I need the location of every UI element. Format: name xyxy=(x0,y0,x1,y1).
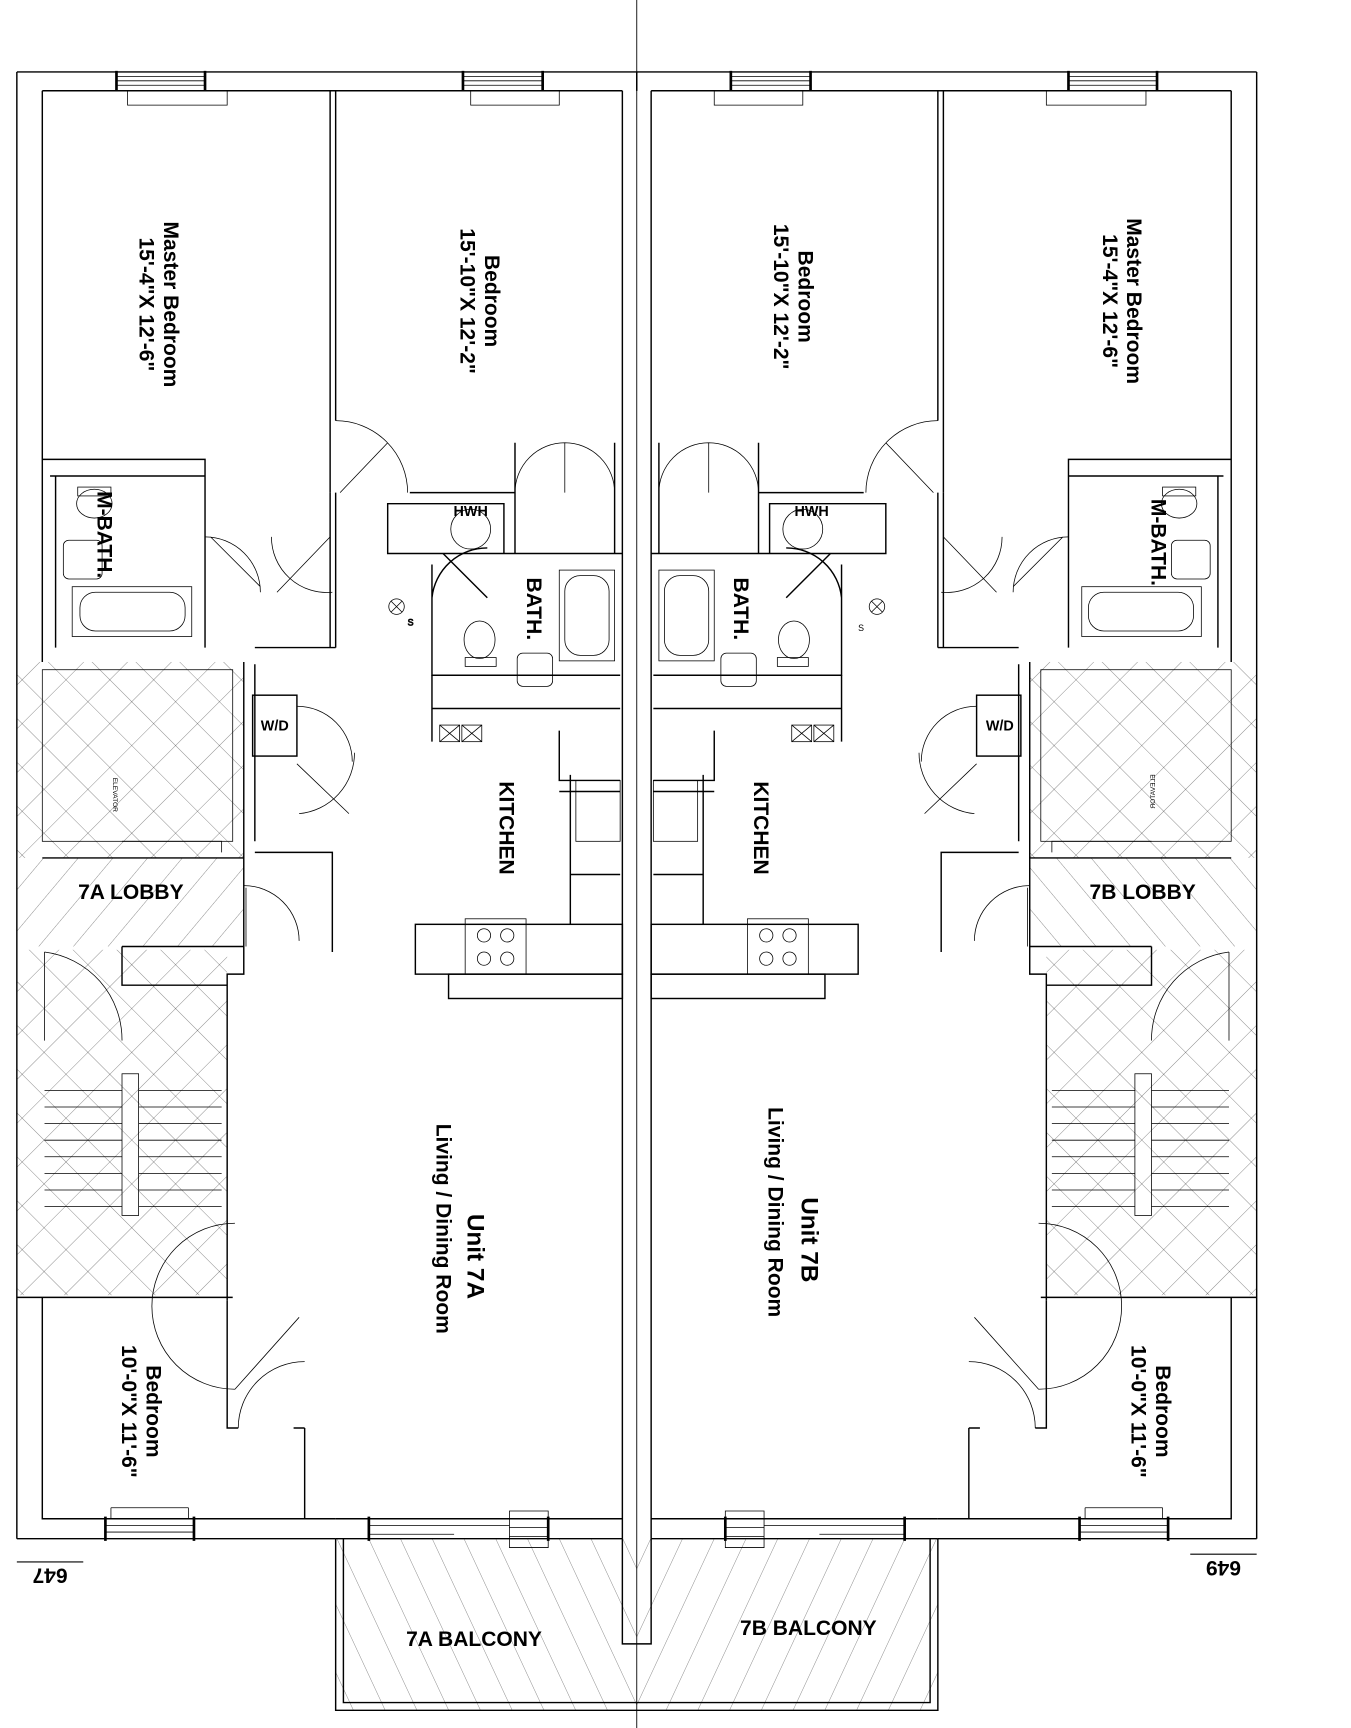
bath-7a-label: BATH. xyxy=(522,578,545,641)
master-bedroom-7a-size: 15'-4"X 12'-6" xyxy=(135,237,158,371)
master-bath-7b-label: M-BATH. xyxy=(1147,499,1170,586)
living-7a-label: Living / Dining Room xyxy=(431,1124,454,1334)
unit-7b-title: Unit 7B xyxy=(796,1197,823,1282)
master-bedroom-7b-size: 15'-4"X 12'-6" xyxy=(1098,234,1121,368)
bath-7b-label: BATH. xyxy=(729,578,752,641)
hwh-7a-label: HWH xyxy=(454,504,488,520)
master-bedroom-7a-name: Master Bedroom xyxy=(159,222,182,388)
lobby-7b-label: 7B LOBBY xyxy=(1090,881,1196,904)
kitchen-7a-label: KITCHEN xyxy=(494,781,517,874)
master-bedroom-7b-name: Master Bedroom xyxy=(1122,218,1145,384)
master-bath-7a-label: M-BATH. xyxy=(93,491,116,578)
bedroom-bottom-7a-size: 10'-0"X 11'-6" xyxy=(117,1345,140,1478)
smoke-detector-7b: S xyxy=(858,623,864,633)
wd-7a-label: W/D xyxy=(261,719,289,735)
wd-7b-label: W/D xyxy=(986,719,1014,735)
address-647: 647 xyxy=(33,1564,68,1587)
bedroom-7a-name: Bedroom xyxy=(480,255,503,347)
unit-7a-title: Unit 7A xyxy=(461,1214,488,1299)
bedroom-bottom-7b-name: Bedroom xyxy=(1151,1365,1174,1457)
bedroom-7b-size: 15'-10"X 12'-2" xyxy=(769,224,792,370)
bedroom-bottom-7a-name: Bedroom xyxy=(141,1365,164,1457)
bedroom-7b-name: Bedroom xyxy=(793,251,816,343)
balcony-7b-label: 7B BALCONY xyxy=(740,1617,877,1640)
address-649: 649 xyxy=(1206,1556,1241,1579)
unit-7b-labels: Master Bedroom 15'-4"X 12'-6" Bedroom 15… xyxy=(729,218,1257,1640)
kitchen-7b-label: KITCHEN xyxy=(749,781,772,874)
elevator-7a-label: ELEVATOR xyxy=(111,778,118,812)
bedroom-bottom-7b-size: 10'-0"X 11'-6" xyxy=(1127,1345,1150,1478)
lobby-7a-label: 7A LOBBY xyxy=(78,881,183,904)
balcony-7a-label: 7A BALCONY xyxy=(406,1628,542,1651)
bedroom-7a-size: 15'-10"X 12'-2" xyxy=(456,228,479,374)
unit-7a-labels: Master Bedroom 15'-4"X 12'-6" Bedroom 15… xyxy=(16,222,545,1651)
hwh-7b-label: HWH xyxy=(794,504,828,520)
smoke-detector-7a: S xyxy=(408,617,414,627)
living-7b-label: Living / Dining Room xyxy=(763,1107,786,1317)
elevator-7b-label: ELEVATOR xyxy=(1150,774,1157,808)
